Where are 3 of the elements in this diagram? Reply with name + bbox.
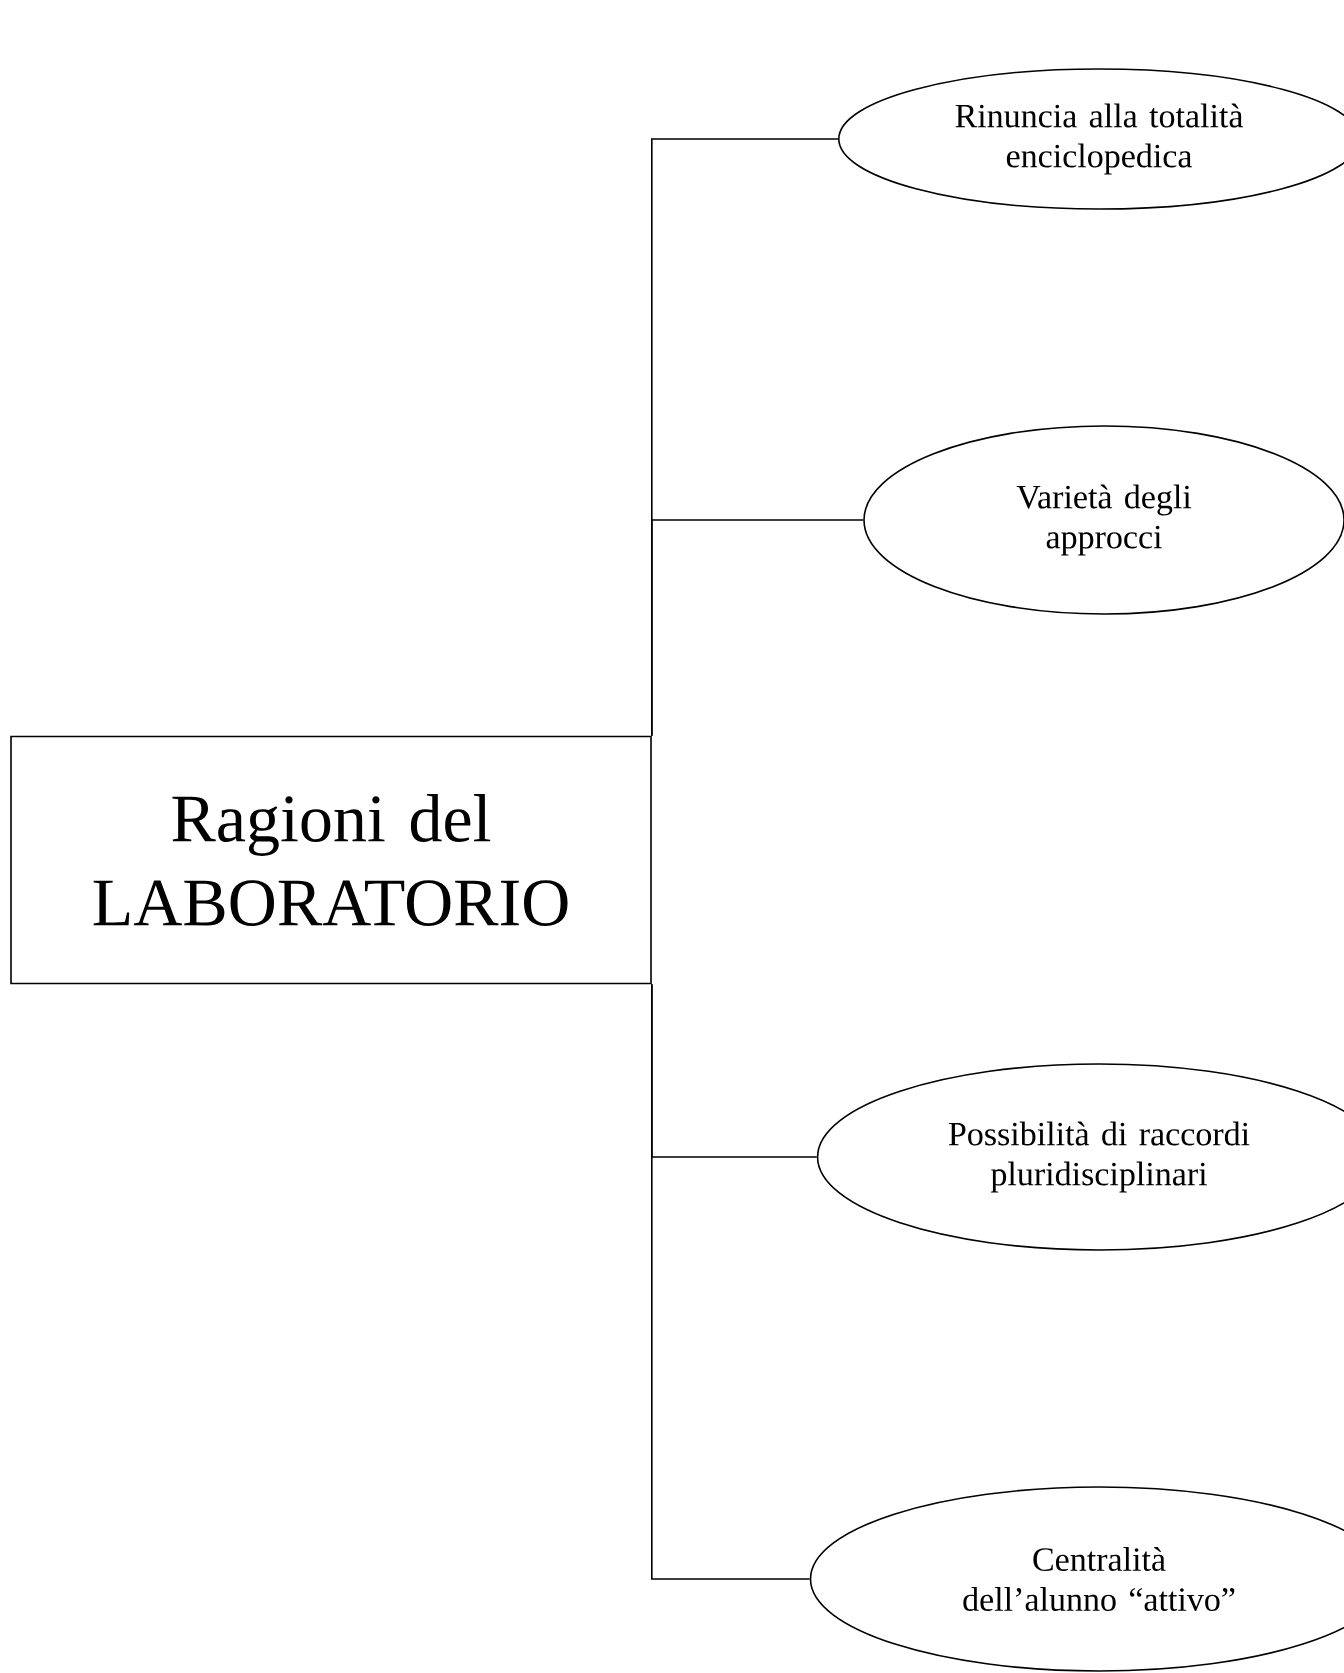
title-box: Ragioni del LABORATORIO <box>10 735 652 985</box>
connector-line <box>651 519 864 737</box>
connector-line <box>651 983 811 1580</box>
